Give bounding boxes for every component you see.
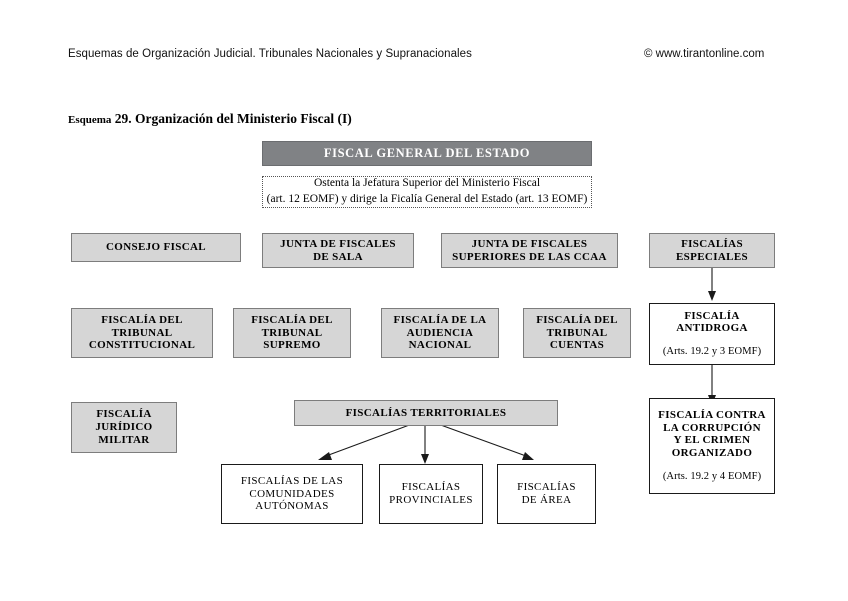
node-junta-de-fiscales-de-sala[interactable]: JUNTA DE FISCALES DE SALA [262,233,414,268]
node-label-line-1: FISCALÍAS [517,481,576,494]
node-fiscalia-contra-la-corrupcion[interactable]: FISCALÍA CONTRA LA CORRUPCIÓN Y EL CRIME… [649,398,775,494]
node-fiscal-general-del-estado[interactable]: FISCAL GENERAL DEL ESTADO [262,141,592,166]
node-label-line-1: FISCALÍA DEL [251,313,333,326]
node-fiscalia-audiencia-nacional[interactable]: FISCALÍA DE LA AUDIENCIA NACIONAL [381,308,499,358]
node-label-line-2: AUDIENCIA [406,326,474,339]
node-label-line-2: ESPECIALES [676,250,748,263]
node-label-line-1: FISCALÍAS DE LAS [240,474,344,487]
node-label-line-2: TRIBUNAL [261,326,323,339]
node-article-reference: (Arts. 19.2 y 4 EOMF) [662,470,762,482]
node-consejo-fiscal[interactable]: CONSEJO FISCAL [71,233,241,262]
node-label-line-3: NACIONAL [408,339,472,352]
node-label-line-1: JUNTA DE FISCALES [280,237,396,250]
node-label-line-2: DE SALA [313,250,363,263]
page-header-copyright: © www.tirantonline.com [644,48,765,60]
node-note-jefatura-superior: Ostenta la Jefatura Superior del Ministe… [262,176,592,208]
node-label-line-1: FISCALÍA DE LA [393,313,487,326]
scheme-title-smallcaps: Esquema [68,114,112,126]
node-label: FISCAL GENERAL DEL ESTADO [323,146,531,161]
node-fiscalias-especiales[interactable]: FISCALÍAS ESPECIALES [649,233,775,268]
note-line-1: Ostenta la Jefatura Superior del Ministe… [313,177,541,190]
node-label-line-3: MILITAR [98,433,150,446]
node-label-line-2: SUPERIORES DE LAS CCAA [452,250,607,263]
node-label-line-3: CONSTITUCIONAL [88,339,196,352]
node-label-line-3: AUTÓNOMAS [255,500,329,513]
page-header-left: Esquemas de Organización Judicial. Tribu… [68,48,472,60]
node-label-line-2: COMUNIDADES [249,487,335,500]
node-junta-de-fiscales-superiores-ccaa[interactable]: JUNTA DE FISCALES SUPERIORES DE LAS CCAA [441,233,618,268]
node-label-line-1: FISCALÍA CONTRA [658,408,766,421]
node-label-line-2: LA CORRUPCIÓN [663,421,761,434]
scheme-title: Esquema 29. Organización del Ministerio … [68,111,352,127]
node-article-reference: (Arts. 19.2 y 3 EOMF) [662,346,762,358]
node-label-line-3: CUENTAS [549,339,605,352]
node-label-line-2: DE ÁREA [521,494,572,506]
node-label-line-1: FISCALÍA DEL [536,313,618,326]
node-label-line-2: PROVINCIALES [389,494,473,506]
node-fiscalias-de-area[interactable]: FISCALÍAS DE ÁREA [497,464,596,524]
node-label-line-2: TRIBUNAL [111,326,173,339]
node-fiscalias-provinciales[interactable]: FISCALÍAS PROVINCIALES [379,464,483,524]
node-label-line-3: Y EL CRIMEN [673,434,751,447]
node-label: FISCALÍAS TERRITORIALES [345,406,507,419]
node-fiscalia-tribunal-supremo[interactable]: FISCALÍA DEL TRIBUNAL SUPREMO [233,308,351,358]
node-label-line-1: FISCALÍA [684,309,740,322]
scheme-title-rest: 29. Organización del Ministerio Fiscal (… [111,111,352,126]
node-label-line-1: FISCALÍA DEL [101,313,183,326]
node-label: CONSEJO FISCAL [106,241,206,254]
node-label-line-2: JURÍDICO [95,421,153,434]
note-line-2: (art. 12 EOMF) y dirige la Ficalía Gener… [266,193,588,205]
node-label-line-4: ORGANIZADO [671,447,753,460]
node-fiscalia-antidroga[interactable]: FISCALÍA ANTIDROGA (Arts. 19.2 y 3 EOMF) [649,303,775,365]
node-label-line-2: TRIBUNAL [546,326,608,339]
node-label-line-1: JUNTA DE FISCALES [471,237,588,250]
node-label-line-3: SUPREMO [263,339,321,352]
node-fiscalia-juridico-militar[interactable]: FISCALÍA JURÍDICO MILITAR [71,402,177,453]
node-label-line-1: FISCALÍA [96,408,152,421]
node-fiscalias-territoriales[interactable]: FISCALÍAS TERRITORIALES [294,400,558,426]
node-fiscalia-tribunal-cuentas[interactable]: FISCALÍA DEL TRIBUNAL CUENTAS [523,308,631,358]
node-label-line-1: FISCALÍAS [681,237,743,250]
node-label-line-2: ANTIDROGA [676,322,748,335]
node-label-line-1: FISCALÍAS [401,481,461,494]
node-fiscalias-comunidades-autonomas[interactable]: FISCALÍAS DE LAS COMUNIDADES AUTÓNOMAS [221,464,363,524]
node-fiscalia-tribunal-constitucional[interactable]: FISCALÍA DEL TRIBUNAL CONSTITUCIONAL [71,308,213,358]
